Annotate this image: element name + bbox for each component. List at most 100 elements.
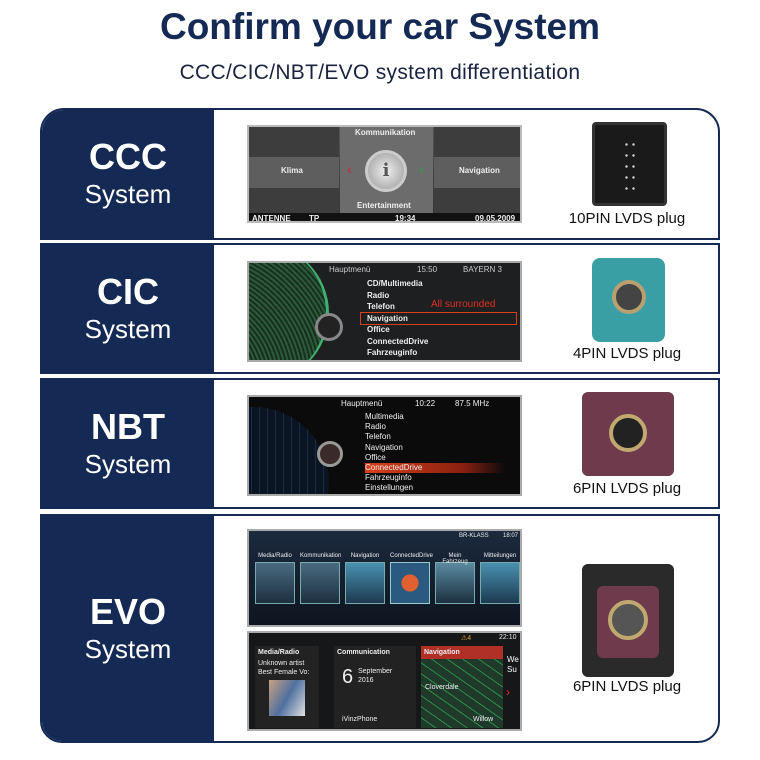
system-code: CCC	[89, 136, 167, 177]
date-year: 2016	[358, 677, 374, 684]
navigation-widget[interactable]: Navigation Cloverdale Willow	[421, 646, 503, 728]
header-menu: Hauptmenü	[329, 265, 371, 274]
evo-home-screen: BR-KLASS 18:07 Media/Radio Kommunikation…	[247, 529, 522, 627]
6pin-lvds-plug-image	[582, 564, 674, 677]
tile-label: Media/Radio	[258, 553, 292, 559]
evo-widget-screen: ⚠4 22:10 Media/Radio Unknown artist Best…	[247, 631, 522, 731]
header-time: 10:22	[415, 399, 436, 408]
alert-count: 4	[467, 635, 472, 642]
nbt-screen: Hauptmenü 10:22 87.5 MHz Multimedia Radi…	[247, 395, 522, 496]
controller-icon	[315, 313, 343, 341]
map-place: Cloverdale	[425, 684, 459, 691]
chevron-right-icon[interactable]: ›	[506, 685, 510, 699]
map-road: Willow	[473, 716, 494, 723]
menu-klima: Klima	[281, 166, 303, 175]
date-day: 6	[342, 666, 354, 688]
status-time: 18:07	[503, 533, 519, 539]
status-time: 19:34	[395, 214, 416, 223]
nbt-card: NBT System Hauptmenü 10:22 87.5 MHz Mult…	[40, 378, 720, 509]
menu-item-selected: Navigation	[360, 311, 517, 325]
system-label: System	[84, 313, 172, 344]
status-antenne: ANTENNE	[252, 214, 291, 223]
menu-item: Fahrzeuginfo	[367, 348, 418, 357]
track-text: Best Female Vo:	[258, 669, 310, 676]
menu-entertainment: Entertainment	[357, 201, 411, 210]
info-icon: i	[365, 150, 407, 192]
ccc-card: CCC System Kommunikation Klima Navigatio…	[40, 108, 720, 240]
ccc-screen: Kommunikation Klima Navigation Entertain…	[247, 125, 522, 223]
album-art	[269, 680, 305, 716]
cic-label-panel: CIC System	[42, 245, 214, 372]
system-code: NBT	[91, 405, 165, 447]
navigation-title: Navigation	[421, 646, 503, 659]
mein-fahrzeug-tile[interactable]	[435, 562, 475, 604]
alert-icon: ⚠4	[461, 635, 472, 642]
menu-item: ConnectedDrive	[367, 336, 429, 346]
menu-item: Radio	[365, 422, 386, 432]
chevron-right-icon: ›	[419, 161, 424, 177]
media-title: Media/Radio	[258, 649, 300, 656]
6pin-lvds-plug-image	[582, 392, 674, 476]
connecteddrive-tile[interactable]	[390, 562, 430, 604]
header-station: 87.5 MHz	[455, 399, 490, 408]
menu-item-selected: ConnectedDrive	[365, 463, 505, 474]
cic-card: CIC System Hauptmenü 15:50 BAYERN 3 CD/M…	[40, 243, 720, 374]
status-station: BR-KLASS	[459, 533, 489, 539]
media-widget[interactable]: Media/Radio Unknown artist Best Female V…	[255, 646, 319, 728]
menu-kommunikation: Kommunikation	[355, 128, 416, 137]
controller-icon	[317, 441, 343, 467]
tile-label: Navigation	[350, 553, 380, 559]
kommunikation-tile[interactable]	[300, 562, 340, 604]
evo-card: EVO System BR-KLASS 18:07 Media/Radio Ko…	[40, 514, 720, 743]
tile-label: Mitteilungen	[483, 553, 517, 559]
menu-item: CD/Multimedia	[367, 279, 423, 288]
mitteilungen-tile[interactable]	[480, 562, 520, 604]
annotation-text: All surrounded	[431, 299, 496, 310]
menu-item: Office	[365, 452, 386, 462]
evo-label-panel: EVO System	[42, 516, 214, 741]
chevron-left-icon: ‹	[347, 161, 352, 177]
menu-item: Einstellungen	[365, 483, 414, 493]
nbt-label-panel: NBT System	[42, 380, 214, 507]
menu-item: Navigation	[365, 442, 403, 452]
extra-widget-text: We Su	[507, 655, 519, 674]
date-month: September	[358, 668, 393, 675]
plug-label: 6PIN LVDS plug	[572, 678, 682, 695]
system-label: System	[84, 448, 172, 479]
communication-title: Communication	[337, 649, 390, 656]
cic-screen: Hauptmenü 15:50 BAYERN 3 CD/Multimedia R…	[247, 261, 522, 362]
menu-navigation: Navigation	[459, 166, 500, 175]
page-subtitle: CCC/CIC/NBT/EVO system differentiation	[179, 61, 581, 84]
menu-item: Radio	[367, 290, 390, 300]
status-date: 09.05.2009	[475, 214, 516, 223]
communication-widget[interactable]: Communication 6 September 2016 iVinzPhon…	[334, 646, 416, 728]
system-code: EVO	[89, 590, 167, 632]
menu-item: Telefon	[367, 302, 395, 311]
system-label: System	[84, 179, 172, 209]
artist-text: Unknown artist	[258, 660, 305, 667]
page-title: Confirm your car System	[159, 6, 601, 47]
status-tp: TP	[309, 214, 320, 223]
navigation-tile[interactable]	[345, 562, 385, 604]
10pin-lvds-plug-image	[592, 122, 667, 206]
tile-label: Mein Fahrzeug	[442, 553, 468, 565]
system-code: CIC	[97, 270, 159, 312]
phone-name: iVinzPhone	[342, 716, 378, 723]
plug-label: 4PIN LVDS plug	[572, 345, 682, 362]
tile-label: ConnectedDrive	[390, 553, 434, 559]
header-menu: Hauptmenü	[341, 399, 383, 408]
status-time: 22:10	[499, 634, 517, 641]
menu-item: Office	[367, 325, 390, 334]
tile-label: Kommunikation	[300, 553, 342, 559]
menu-item: Fahrzeuginfo	[365, 473, 412, 483]
plug-label: 6PIN LVDS plug	[572, 480, 682, 497]
plug-label: 10PIN LVDS plug	[568, 210, 686, 227]
header-time: 15:50	[417, 265, 438, 274]
ccc-label-panel: CCC System	[42, 110, 214, 238]
4pin-lvds-plug-image	[592, 258, 665, 342]
menu-item: Multimedia	[365, 412, 404, 421]
media-radio-tile[interactable]	[255, 562, 295, 604]
menu-item: Telefon	[365, 432, 391, 442]
header-station: BAYERN 3	[463, 265, 502, 274]
system-label: System	[84, 633, 172, 664]
